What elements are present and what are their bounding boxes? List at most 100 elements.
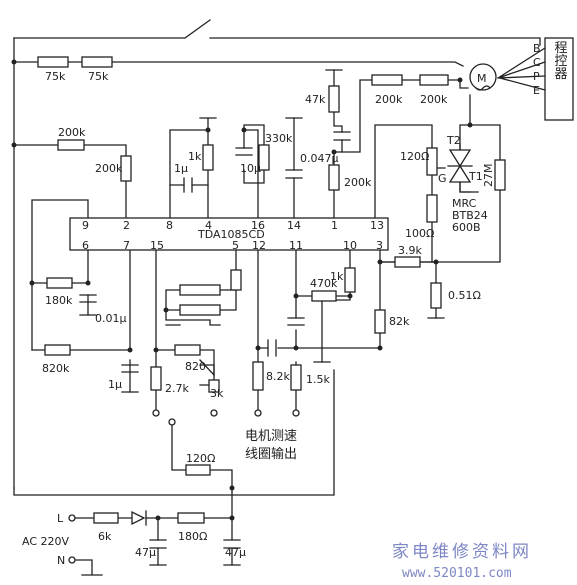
resistor-47k [328, 85, 340, 113]
ic-pin-16: 16 [251, 219, 265, 232]
resistor-120-gate [426, 147, 438, 176]
svg-text:27M: 27M [482, 164, 495, 188]
svg-text:MRC: MRC [452, 197, 477, 210]
capacitor-10u [235, 147, 253, 156]
triac-btb24: T2 T1 G MRC BTB24 600B [438, 134, 488, 234]
svg-text:47μ: 47μ [225, 546, 246, 559]
resistor-75k-b [81, 56, 113, 68]
rectifier-diode [131, 510, 147, 526]
resistor-200k-pin1 [328, 164, 340, 191]
resistor-2-7k [150, 366, 162, 391]
motor-symbol: M [477, 72, 487, 85]
svg-text:0.01μ: 0.01μ [95, 312, 127, 325]
svg-text:75k: 75k [88, 70, 109, 83]
ic-pin-15: 15 [150, 239, 164, 252]
svg-text:10μ: 10μ [240, 162, 261, 175]
capacitor-47u-b [223, 539, 241, 549]
tda1085-ic: TDA1085CD 9 2 8 4 16 14 1 13 6 7 15 5 12… [69, 217, 389, 252]
ic-pin-8: 8 [166, 219, 173, 232]
ic-pin-4: 4 [205, 219, 212, 232]
motor: M [469, 63, 497, 91]
resistor-pin5-a [230, 269, 242, 291]
svg-text:120Ω: 120Ω [400, 150, 429, 163]
resistor-180-supply [177, 512, 205, 524]
svg-text:600B: 600B [452, 221, 481, 234]
svg-text:1k: 1k [188, 150, 202, 163]
svg-text:1k: 1k [330, 270, 344, 283]
svg-text:47μ: 47μ [135, 546, 156, 559]
svg-text:3k: 3k [210, 387, 224, 400]
resistor-0-51 [430, 282, 442, 309]
resistor-8-2k [252, 361, 264, 391]
program-controller: 程控器 B C P E [497, 37, 574, 121]
resistor-1-5k [290, 364, 302, 391]
resistor-820k [44, 344, 71, 356]
svg-text:200k: 200k [58, 126, 86, 139]
resistor-1k-pin10 [344, 267, 356, 293]
tacho-coil-label-line2: 线圈输出 [245, 446, 297, 462]
svg-text:180k: 180k [45, 294, 73, 307]
svg-text:820: 820 [185, 360, 206, 373]
svg-text:8.2k: 8.2k [266, 370, 290, 383]
capacitors: 1μ 10μ 0.047μ 0.01μ 1μ 47μ 47μ [79, 131, 351, 559]
terminal-neutral: N [57, 554, 65, 567]
resistor-1k-pin8 [202, 144, 214, 171]
supply-voltage-label: AC 220V [22, 535, 70, 548]
terminal-e: E [533, 84, 540, 97]
svg-text:200k: 200k [95, 162, 123, 175]
resistor-75k-a [37, 56, 69, 68]
ic-pin-1: 1 [331, 219, 338, 232]
capacitor-pin1 [333, 131, 351, 141]
svg-text:180Ω: 180Ω [178, 530, 207, 543]
svg-text:T2: T2 [446, 134, 461, 147]
svg-text:120Ω: 120Ω [186, 452, 215, 465]
ic-pin-2: 2 [123, 219, 130, 232]
ic-pin-11: 11 [289, 239, 303, 252]
svg-text:470k: 470k [310, 277, 338, 290]
ic-pin-7: 7 [123, 239, 130, 252]
svg-text:100Ω: 100Ω [405, 227, 434, 240]
terminal-b: B [533, 42, 541, 55]
svg-text:3.9k: 3.9k [398, 244, 422, 257]
resistor-470k [311, 290, 337, 302]
svg-text:200k: 200k [375, 93, 403, 106]
ic-pin-9: 9 [82, 219, 89, 232]
resistor-200k-pin2 [120, 155, 132, 182]
terminals: L N AC 220V [22, 409, 300, 567]
resistor-200k-top [57, 139, 85, 151]
capacitor-1u-pin8 [183, 177, 193, 193]
svg-text:1μ: 1μ [108, 378, 122, 391]
ic-pin-14: 14 [287, 219, 301, 232]
watermark-text: 家电维修资料网 [392, 542, 532, 562]
ic-pin-6: 6 [82, 239, 89, 252]
junction-dots [11, 59, 473, 521]
capacitor-pin11 [287, 317, 305, 326]
resistor-3-9k [394, 256, 421, 268]
resistor-82k [374, 309, 386, 334]
svg-text:2.7k: 2.7k [165, 382, 189, 395]
svg-text:75k: 75k [45, 70, 66, 83]
resistor-200k-m2 [419, 74, 449, 86]
resistor-100-gate [426, 194, 438, 223]
svg-text:6k: 6k [98, 530, 112, 543]
svg-text:1.5k: 1.5k [306, 373, 330, 386]
svg-text:0.51Ω: 0.51Ω [448, 289, 481, 302]
resistors: 75k 75k 200k 200k 1k 330k 47k 200k 200k … [37, 56, 506, 543]
capacitor-1u-pin7 [121, 364, 139, 373]
controller-label: 程控器 [552, 41, 568, 81]
watermark-url: www.520101.com [402, 566, 512, 581]
potentiometer-3k [208, 379, 220, 393]
resistor-pin5-c [179, 304, 221, 316]
capacitor-47u-a [149, 539, 167, 549]
svg-text:200k: 200k [420, 93, 448, 106]
ic-pin-10: 10 [343, 239, 357, 252]
svg-text:BTB24: BTB24 [452, 209, 488, 222]
ic-pin-12: 12 [252, 239, 266, 252]
terminal-line: L [57, 512, 64, 525]
ic-pin-13: 13 [370, 219, 384, 232]
resistor-pin5-b [179, 284, 221, 296]
svg-text:330k: 330k [265, 132, 293, 145]
ic-pin-5: 5 [232, 239, 239, 252]
svg-text:G: G [438, 172, 447, 185]
